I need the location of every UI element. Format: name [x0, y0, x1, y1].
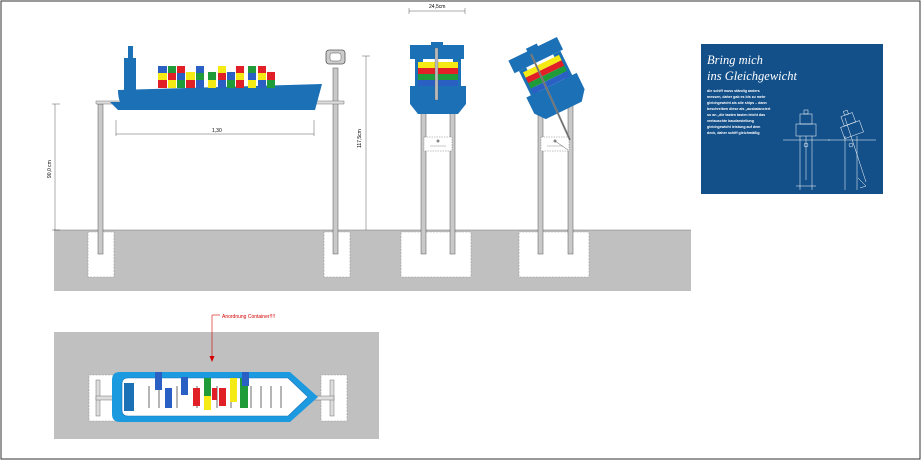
top-view-section: Anordnung Container!!!!	[54, 314, 379, 439]
panel-body: die schiff muss ständig anders messen, d…	[707, 89, 771, 135]
ship-bridge	[124, 58, 136, 92]
panel-body-line: deck, daher schiff gleichmäßig	[707, 131, 760, 135]
side-view-ship-group: 90,0 cm 117,5cm 1,30	[47, 46, 370, 255]
foundation-pit	[518, 231, 590, 278]
panel-body-line: vertauschte baudarstellung	[707, 119, 754, 123]
panel-title-line2: ins Gleichgewicht	[707, 69, 797, 83]
ground-section	[54, 229, 691, 291]
ship-hull	[118, 84, 322, 110]
left-post	[97, 103, 104, 255]
left-height-label: 90,0 cm	[47, 160, 53, 178]
top-view-containers	[155, 372, 249, 410]
front-view-upright: 24,5cm	[408, 4, 466, 255]
ship-containers	[158, 66, 275, 88]
gauge-width-label: 24,5cm	[429, 4, 445, 10]
ship-length-label: 1,30	[212, 128, 222, 134]
panel-body-line: messen, daher gab es bis zu mehr	[707, 95, 766, 99]
right-post	[332, 67, 339, 255]
container-layout-annotation: Anordnung Container!!!!	[222, 314, 275, 320]
post-height-label: 117,5cm	[357, 129, 363, 148]
panel-sketch-tilted	[828, 109, 876, 190]
panel-sketch-upright	[783, 109, 830, 190]
panel-body-line: gleichgewicht als alle ships – dann	[707, 101, 767, 105]
panel-body-line: die schiff muss ständig anders	[707, 89, 760, 93]
panel-body-line: so an „die tasten tasten leicht das	[707, 113, 765, 117]
ground-strip	[54, 230, 691, 291]
front-view-tilted	[508, 36, 585, 255]
panel-body-line: gleichgewicht leistung auf dem	[707, 125, 760, 129]
foundation-pit	[400, 231, 472, 278]
tilted-ship-hull	[526, 72, 585, 120]
info-panel: Bring mich ins Gleichgewicht die schiff …	[701, 44, 883, 194]
panel-body-line: beschreiben diese als „ausbalanciert	[707, 107, 771, 111]
panel-title-line1: Bring mich	[707, 53, 763, 67]
